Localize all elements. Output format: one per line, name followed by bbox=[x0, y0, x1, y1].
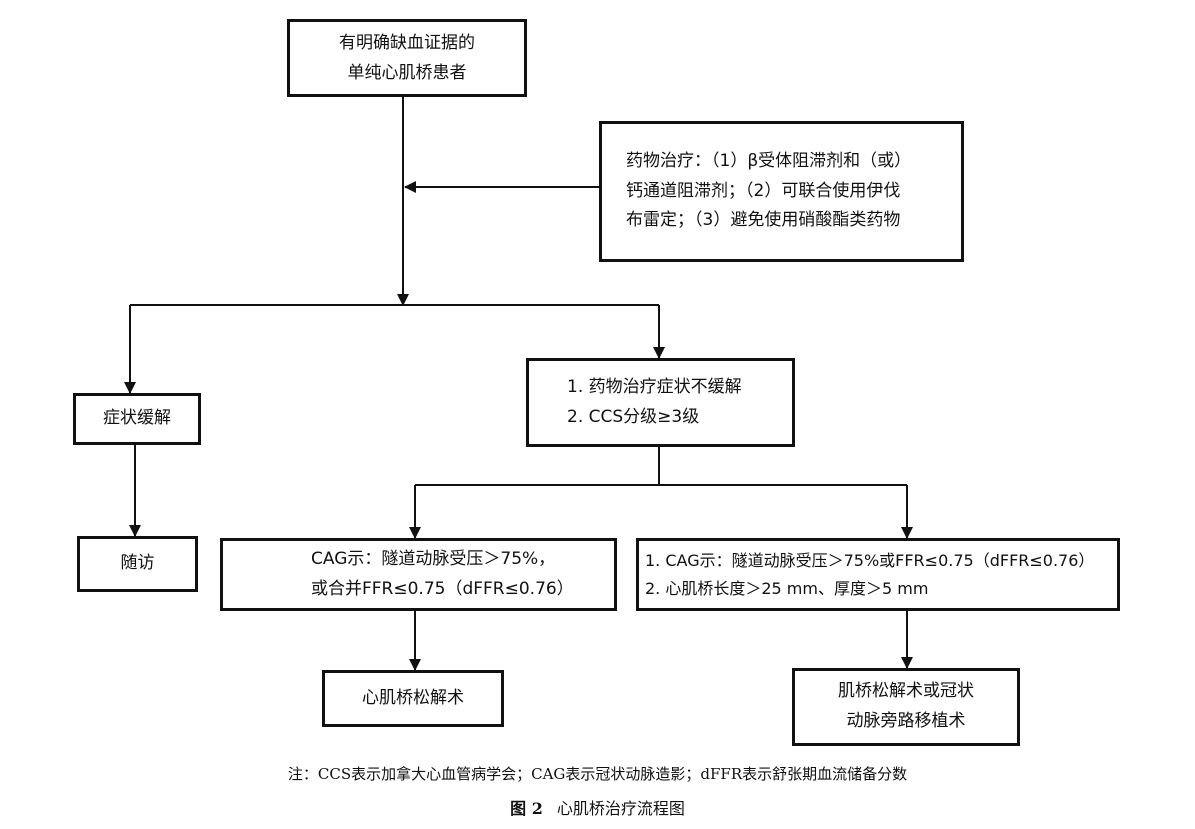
node-cag-compression-line-1: CAG示：隧道动脉受压＞75%， bbox=[311, 548, 556, 569]
node-not-relieved-line-1: 1. 药物治疗症状不缓解 bbox=[567, 376, 742, 397]
node-medication: 药物治疗：（1）β受体阻滞剂和（或） 钙通道阻滞剂；（2）可联合使用伊伐 布雷定… bbox=[599, 121, 964, 262]
figure-number: 图 2 bbox=[510, 799, 543, 818]
node-followup: 随访 bbox=[77, 536, 198, 592]
node-relieved: 症状缓解 bbox=[73, 393, 201, 445]
node-followup-label: 随访 bbox=[120, 553, 155, 574]
node-relieved-label: 症状缓解 bbox=[103, 408, 171, 429]
node-cag-compression-line-2: 或合并FFR≤0.75（dFFR≤0.76） bbox=[311, 578, 574, 599]
node-start: 有明确缺血证据的 单纯心肌桥患者 bbox=[287, 19, 527, 97]
node-start-line-2: 单纯心肌桥患者 bbox=[347, 63, 467, 83]
node-myotomy-or-cabg-line-1: 肌桥松解术或冠状 bbox=[838, 681, 974, 702]
node-myotomy: 心肌桥松解术 bbox=[322, 670, 504, 727]
figure-title: 心肌桥治疗流程图 bbox=[556, 799, 685, 818]
node-cag-bridge-length: 1. CAG示：隧道动脉受压＞75%或FFR≤0.75（dFFR≤0.76） 2… bbox=[636, 538, 1120, 611]
node-cag-bridge-length-line-1: 1. CAG示：隧道动脉受压＞75%或FFR≤0.75（dFFR≤0.76） bbox=[645, 550, 1095, 570]
node-medication-line-2: 钙通道阻滞剂；（2）可联合使用伊伐 bbox=[626, 180, 901, 201]
abbreviation-note: 注：CCS表示加拿大心血管病学会；CAG表示冠状动脉造影；dFFR表示舒张期血流… bbox=[287, 765, 908, 783]
node-cag-bridge-length-line-2: 2. 心肌桥长度＞25 mm、厚度＞5 mm bbox=[645, 578, 929, 598]
node-medication-line-3: 布雷定；（3）避免使用硝酸酯类药物 bbox=[626, 210, 901, 231]
node-start-line-1: 有明确缺血证据的 bbox=[339, 33, 475, 54]
node-myotomy-or-cabg-line-2: 动脉旁路移植术 bbox=[846, 711, 966, 731]
node-cag-compression: CAG示：隧道动脉受压＞75%， 或合并FFR≤0.75（dFFR≤0.76） bbox=[220, 538, 617, 611]
node-myotomy-or-cabg: 肌桥松解术或冠状 动脉旁路移植术 bbox=[792, 668, 1020, 746]
node-not-relieved-line-2: 2. CCS分级≥3级 bbox=[567, 406, 700, 427]
node-myotomy-label: 心肌桥松解术 bbox=[362, 687, 464, 708]
node-not-relieved: 1. 药物治疗症状不缓解 2. CCS分级≥3级 bbox=[526, 358, 795, 447]
figure-caption: 图 2 心肌桥治疗流程图 bbox=[0, 795, 1195, 819]
node-medication-line-1: 药物治疗：（1）β受体阻滞剂和（或） bbox=[626, 150, 912, 171]
